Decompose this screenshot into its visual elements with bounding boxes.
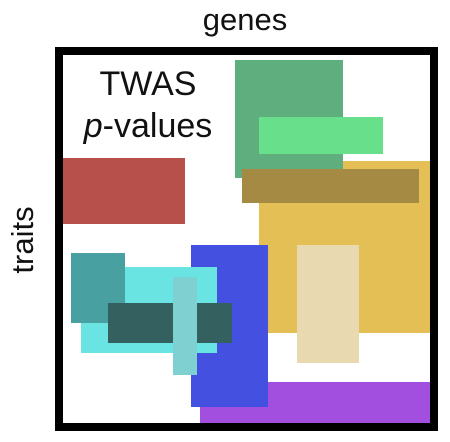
panel-title-line1: TWAS [99,65,197,103]
panel-title-suffix: -values [102,107,213,145]
block-dark-slate [108,303,232,343]
block-beige [297,245,359,363]
block-green-light [259,117,383,154]
block-olive [242,169,419,203]
twas-matrix-frame: TWAS p-values [55,47,438,431]
traits-axis-label: traits [5,206,40,274]
panel-title-italic-p: p [83,107,103,145]
genes-axis-label: genes [202,2,288,37]
block-light-teal-bar [173,277,197,375]
panel-title: TWAS p-values [73,63,223,147]
panel-title-line2: p-values [73,105,223,147]
block-red [63,158,185,224]
